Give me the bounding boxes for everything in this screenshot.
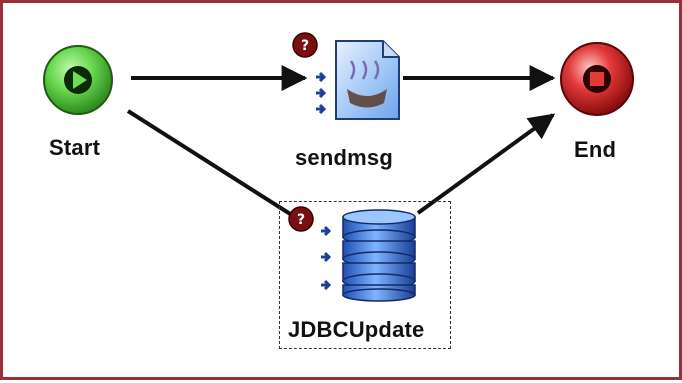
start-node[interactable] [41, 43, 121, 123]
transition-jdbc-end[interactable] [416, 113, 556, 215]
start-label: Start [49, 135, 101, 160]
svg-text:?: ? [301, 38, 309, 54]
jdbc-update-node[interactable]: ? [283, 201, 423, 303]
stop-icon [560, 42, 634, 116]
end-label: End [574, 137, 617, 162]
selection-box [279, 201, 451, 349]
jdbc-update-label: JDBCUpdate [288, 317, 425, 342]
sendmsg-label: sendmsg [295, 145, 393, 170]
transition-layer [126, 65, 556, 219]
transition-start-jdbc[interactable] [126, 109, 297, 219]
document-message-icon: ? [292, 32, 400, 120]
svg-text:?: ? [297, 212, 305, 228]
sendmsg-node[interactable]: ? [291, 31, 403, 123]
play-icon [43, 45, 113, 115]
error-badge-icon: ? [292, 32, 318, 58]
error-badge-icon: ? [288, 206, 314, 232]
database-icon: ? [288, 206, 416, 302]
end-node[interactable] [557, 39, 641, 123]
